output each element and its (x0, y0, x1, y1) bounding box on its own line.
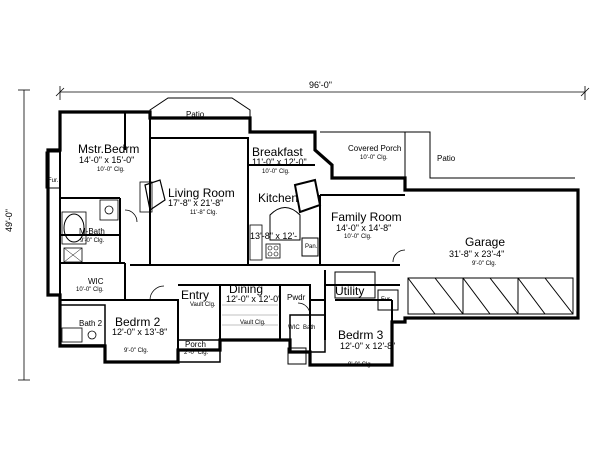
patio-label: Patio (186, 110, 205, 119)
bedrm2-dims: 12'-0" x 13'-8" (112, 327, 168, 337)
bedrm2-name: Bedrm 2 (115, 315, 161, 329)
entry-note: Vault Clg. (190, 302, 216, 308)
breakfast-name: Breakfast (252, 145, 303, 159)
garage-ceiling: 9'-0" Clg. (472, 261, 497, 267)
master-suite-walls (59, 112, 151, 301)
fur-box-left (45, 151, 61, 189)
overall-width-label: 96'-0" (309, 80, 332, 90)
master-tub-surround (61, 211, 87, 245)
fur-right-label: Fur. (381, 297, 392, 303)
fur-left-label: Fur. (48, 178, 59, 184)
garage-dims: 31'-8" x 23'-4" (449, 249, 505, 259)
pwdr-label: Pwdr (287, 293, 306, 302)
mstr-bedrm-name: Mstr.Bedrm (78, 142, 140, 156)
dining-note: Vault Clg. (240, 320, 266, 326)
overall-depth-dimension-line (18, 89, 30, 381)
overall-width-dimension-line (55, 86, 590, 100)
bath3-wall (289, 314, 326, 353)
family-room-walls (319, 194, 405, 266)
dining-dims: 12'-0" x 12'-0" (226, 294, 282, 304)
bedrm3-ceiling: 9'-0" Clg. (348, 362, 373, 368)
bath2-name: Bath 2 (79, 319, 103, 328)
front-porch (177, 339, 221, 363)
living-room-ceiling: 11'-8" Clg. (190, 210, 218, 216)
kitchen-dims: 13'-8" x 12'- (250, 231, 298, 241)
garage-name: Garage (465, 235, 506, 249)
front-interior-walls (125, 270, 400, 352)
master-vanity (99, 199, 119, 221)
living-room-name: Living Room (168, 186, 235, 200)
dining-hatch (222, 304, 278, 326)
mstr-bedrm-ceiling: 10'-0" Clg. (97, 167, 125, 173)
family-room-dims: 14'-0" x 14'-8" (336, 223, 392, 233)
dining-name: Dining (229, 282, 264, 296)
porch-name: Porch (185, 340, 206, 349)
bath2-tub (61, 327, 83, 343)
utility-room (334, 271, 376, 299)
m-bath-ceiling: 9'-0" Clg. (80, 238, 105, 244)
wic-master-ceiling: 10'-0" Clg. (76, 287, 104, 293)
bath3-label: Bath (303, 325, 316, 331)
pan-label: Pan. (305, 244, 318, 250)
kitchen-island (269, 207, 301, 241)
covered-porch-ceiling: 10'-0" Clg. (360, 155, 388, 161)
kitchen-counter (249, 224, 263, 261)
kitchen-walls (248, 164, 322, 266)
right-patio-outline (405, 131, 575, 179)
entry-name: Entry (181, 288, 210, 302)
master-tub (63, 213, 85, 243)
bedrm2-ceiling: 9'-0" Clg. (124, 348, 149, 354)
patio-right-label: Patio (437, 154, 456, 163)
master-shower (63, 247, 83, 263)
kitchen-name: Kitchen (258, 191, 299, 205)
pantry (301, 237, 319, 257)
breakfast-dims: 11'-0" x 12'-0" (252, 157, 307, 167)
range (265, 243, 281, 259)
breakfast-ceiling: 10'-0" Clg. (262, 169, 290, 175)
door-swings (124, 209, 406, 316)
living-room-dims: 17'-8" x 21'-8" (168, 198, 224, 208)
m-bath-name: M-Bath (79, 227, 105, 236)
bedrm3-dims: 12'-0" x 12'-8" (340, 341, 396, 351)
family-room-name: Family Room (331, 210, 402, 224)
wic-bed3-wall (287, 347, 307, 365)
bedrm3-name: Bedrm 3 (338, 328, 384, 342)
garage-doors (407, 277, 574, 315)
living-room-fireplace (144, 179, 166, 211)
covered-porch-name: Covered Porch (348, 144, 402, 153)
utility-name: Utility (335, 284, 365, 298)
wic-bed3-label: WIC (288, 325, 300, 331)
porch-ceiling: 2'-0" Clg. (184, 350, 209, 356)
family-room-ceiling: 10'-0" Clg. (344, 234, 372, 240)
overall-depth-label: 49'-0" (4, 209, 14, 232)
bath2-wall (59, 304, 106, 346)
wic-master-name: WIC (88, 277, 104, 286)
mstr-bedrm-dims: 14'-0" x 15'-0" (79, 155, 135, 165)
